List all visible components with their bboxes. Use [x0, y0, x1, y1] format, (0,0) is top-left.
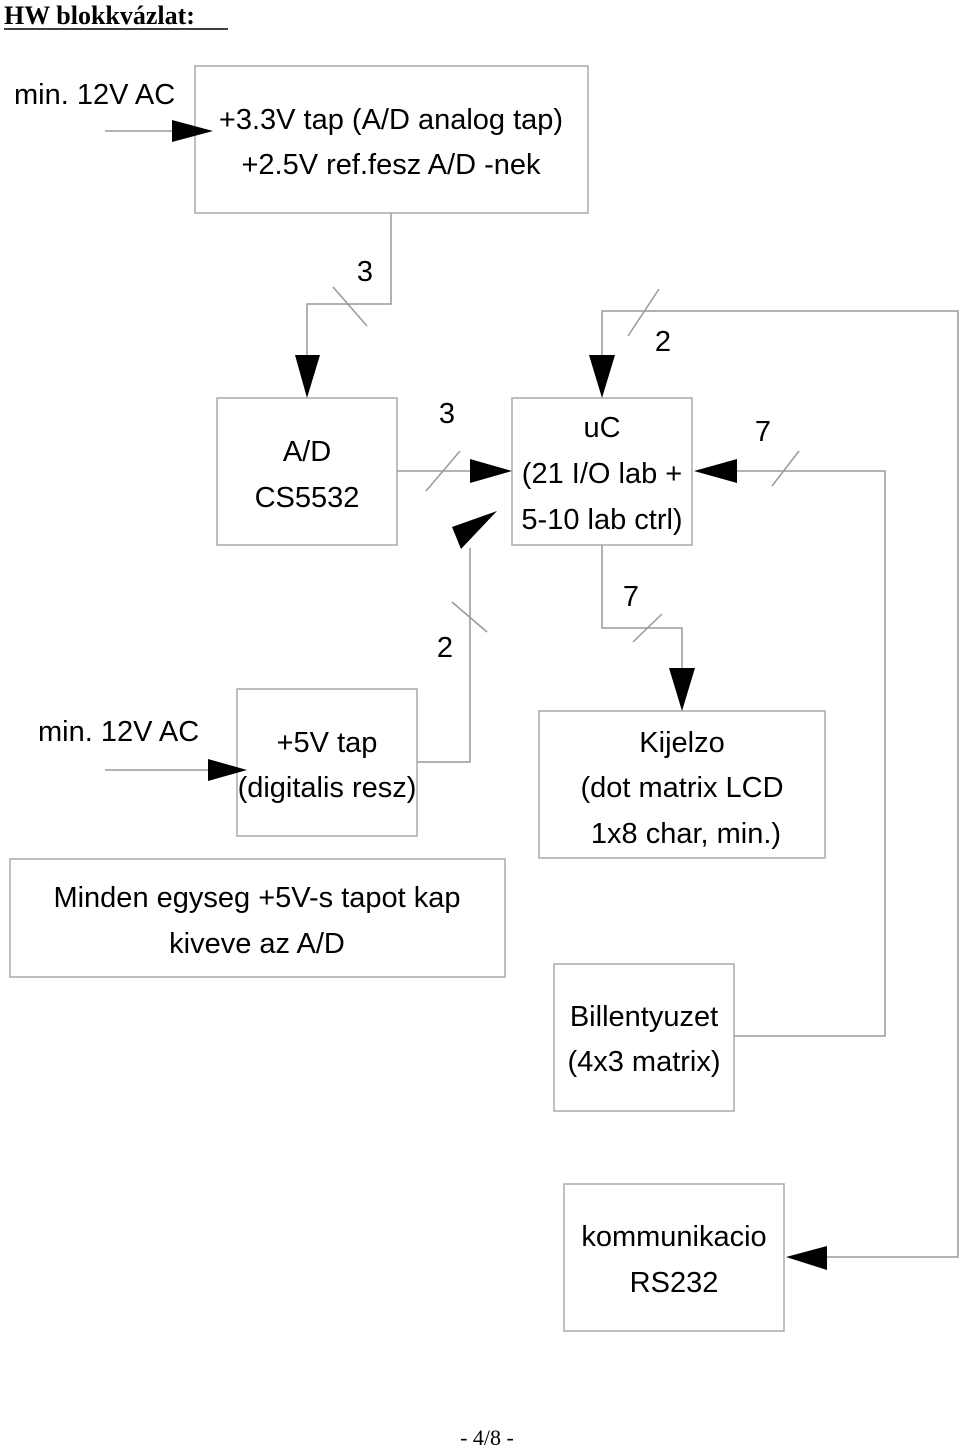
- power-digital-line-2: (digitalis resz): [238, 772, 417, 804]
- digital-power-arrow: [452, 511, 497, 549]
- adc-block: A/D CS5532: [216, 397, 398, 546]
- keyboard-line-1: Billentyuzet: [570, 1001, 718, 1033]
- adc-line-1: A/D: [283, 436, 331, 468]
- adc-line-2: CS5532: [255, 482, 360, 514]
- power-analog-block: +3.3V tap (A/D analog tap) +2.5V ref.fes…: [194, 65, 589, 214]
- comm-line-2: RS232: [630, 1267, 719, 1299]
- digital-power-wire: [417, 548, 471, 763]
- diagram-title: HW blokkvázlat:: [4, 1, 195, 30]
- power-to-adc-bus-tick: [332, 286, 368, 327]
- keyboard-to-uc-bus-label: 7: [755, 416, 771, 448]
- adc-to-uc-arrow: [470, 459, 512, 483]
- display-line-2: (dot matrix LCD: [580, 772, 783, 804]
- digital-power-bus-tick: [451, 601, 488, 633]
- keyboard-block: Billentyuzet (4x3 matrix): [553, 963, 735, 1112]
- comm-block: kommunikacio RS232: [563, 1183, 785, 1332]
- power-to-adc-wire: [306, 213, 392, 355]
- uc-to-display-bus-label: 7: [623, 581, 639, 613]
- display-block: Kijelzo (dot matrix LCD 1x8 char, min.): [538, 710, 826, 859]
- uc-to-display-arrow: [669, 668, 695, 711]
- keyboard-line-2: (4x3 matrix): [567, 1046, 720, 1078]
- uc-top-loop-wire: [601, 310, 959, 1258]
- power-to-adc-bus-label: 3: [357, 256, 373, 288]
- adc-to-uc-bus-label: 3: [439, 398, 455, 430]
- note-line-2: kiveve az A/D: [169, 928, 345, 960]
- keyboard-to-uc-arrow: [694, 459, 737, 483]
- ac-input-top-label: min. 12V AC: [14, 79, 175, 111]
- digital-power-bus-label: 2: [437, 632, 453, 664]
- uc-line-3: 5-10 lab ctrl): [521, 504, 682, 536]
- note-block: Minden egyseg +5V-s tapot kap kiveve az …: [9, 858, 506, 978]
- keyboard-to-uc-bus-tick: [771, 450, 800, 487]
- ac-input-top-arrow: [172, 120, 213, 142]
- ac-input-bottom-label: min. 12V AC: [38, 716, 199, 748]
- display-line-1: Kijelzo: [639, 727, 724, 759]
- power-digital-block: +5V tap (digitalis resz): [236, 688, 418, 837]
- note-line-1: Minden egyseg +5V-s tapot kap: [53, 882, 460, 914]
- uc-top-arrow: [589, 355, 615, 398]
- uc-block: uC (21 I/O lab + 5-10 lab ctrl): [511, 397, 693, 546]
- uc-to-display-wire: [601, 545, 683, 668]
- page-number: - 4/8 -: [460, 1425, 514, 1448]
- uc-to-display-bus-tick: [632, 613, 663, 643]
- ac-input-bottom-arrow: [208, 759, 247, 781]
- power-analog-line-2: +2.5V ref.fesz A/D -nek: [241, 149, 541, 181]
- power-to-adc-arrow: [295, 355, 320, 398]
- power-analog-line-1: +3.3V tap (A/D analog tap): [219, 104, 563, 136]
- uc-top-bus-label: 2: [655, 326, 671, 358]
- uc-top-bus-tick: [627, 288, 660, 337]
- uc-line-2: (21 I/O lab +: [522, 458, 682, 490]
- display-line-3: 1x8 char, min.): [591, 818, 781, 850]
- comm-line-1: kommunikacio: [581, 1221, 766, 1253]
- power-digital-line-1: +5V tap: [277, 727, 378, 759]
- keyboard-to-uc-wire: [734, 470, 886, 1037]
- adc-to-uc-bus-tick: [425, 450, 461, 492]
- comm-input-arrow: [786, 1246, 827, 1270]
- uc-line-1: uC: [583, 412, 620, 444]
